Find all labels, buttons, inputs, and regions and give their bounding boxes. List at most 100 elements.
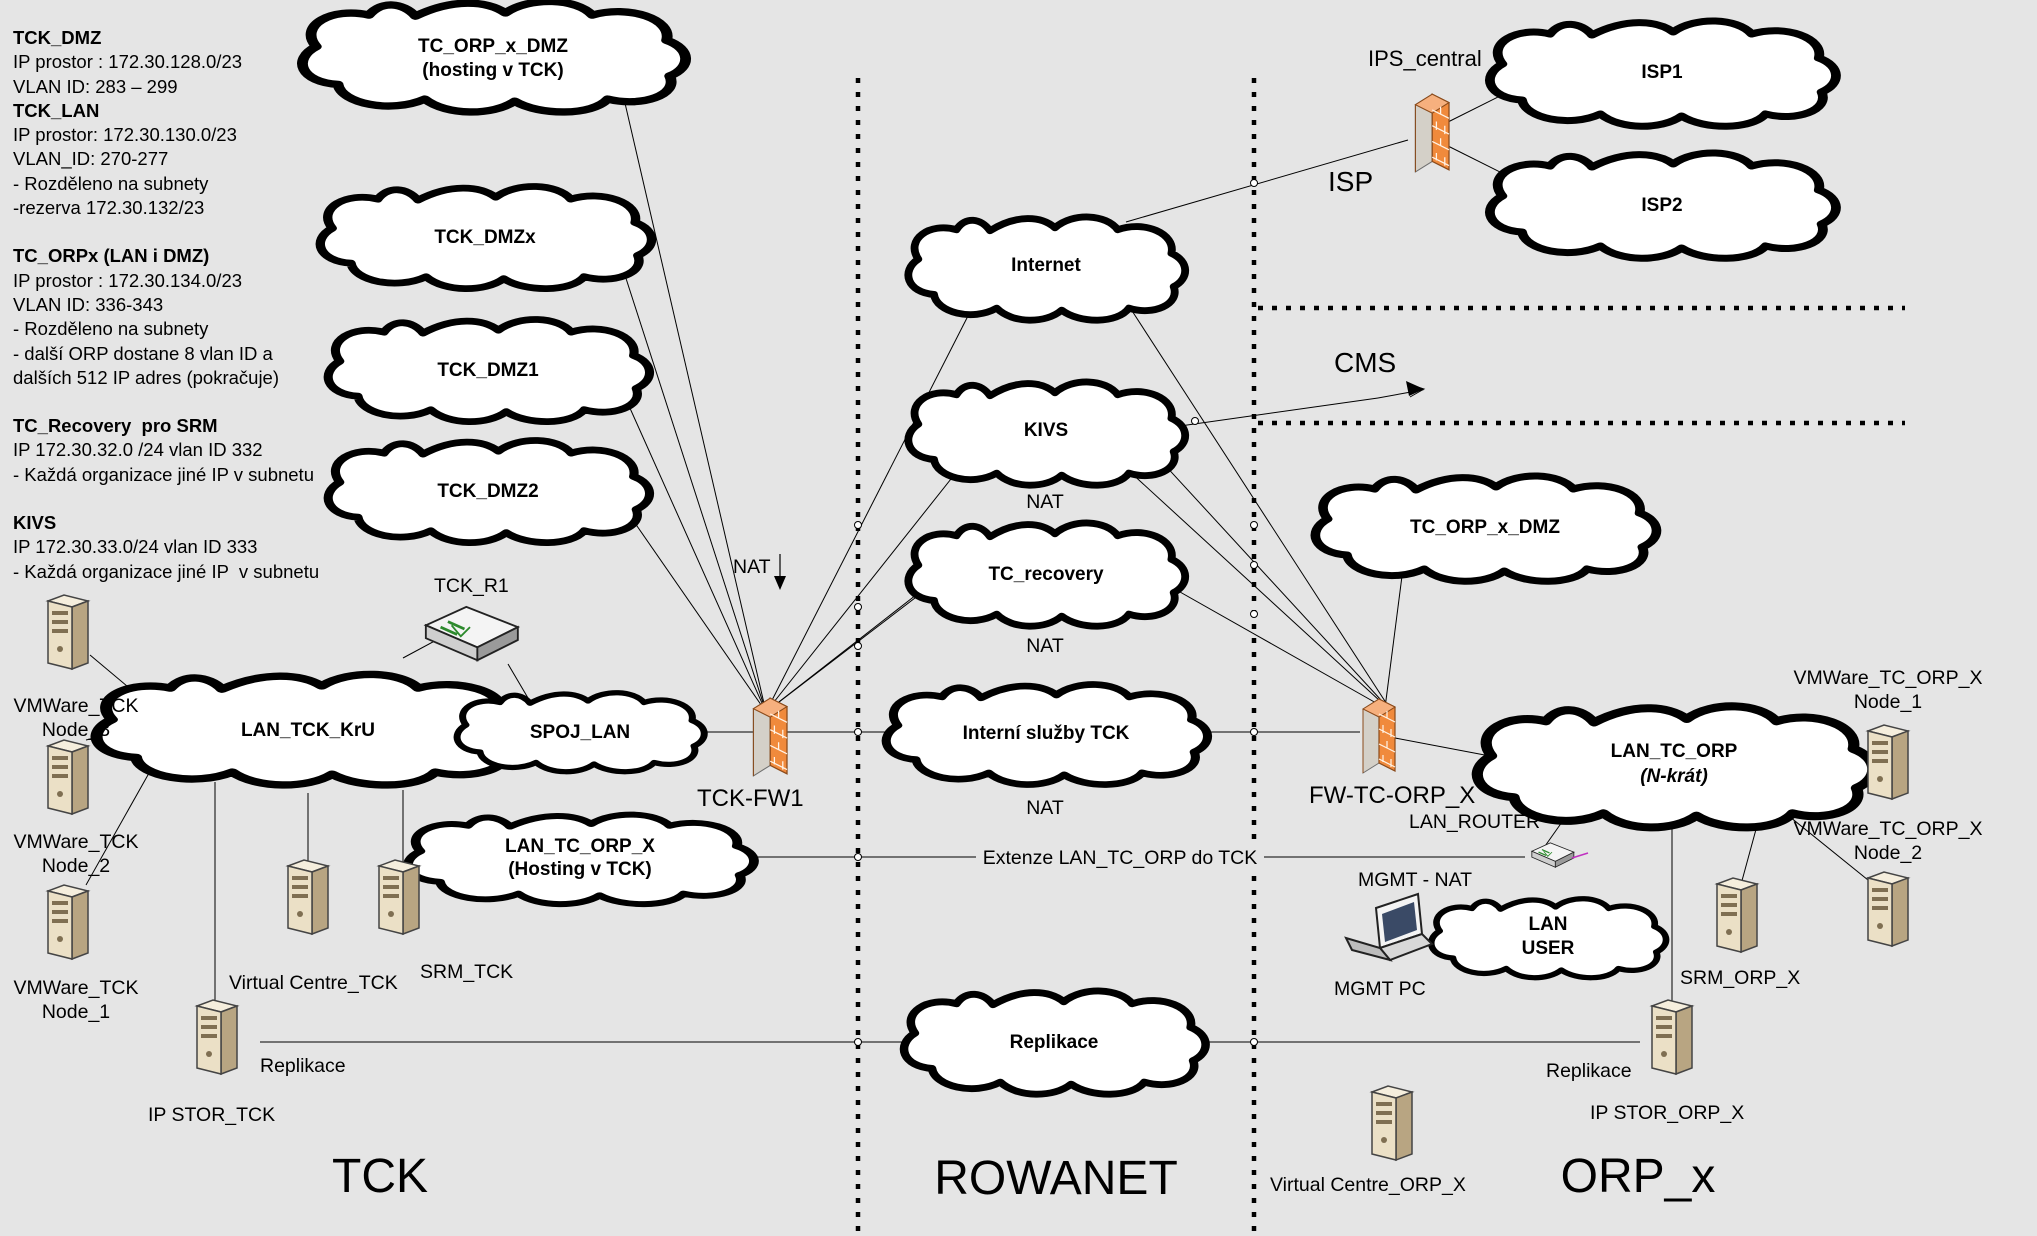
cloud-spoj-lan: SPOJ_LAN (457, 693, 704, 772)
info-line: IP prostor : 172.30.128.0/23 (13, 51, 243, 73)
extenze-label: Extenze LAN_TC_ORP do TCK (983, 847, 1258, 869)
server-label: VMWare_TC_ORP_X (1794, 818, 1983, 840)
server-label: Node_1 (42, 1001, 110, 1023)
cloud-label: LAN_TC_ORP_X (505, 836, 655, 857)
cloud-lan-tck-kru: LAN_TCK_KrU (97, 674, 522, 785)
info-line: VLAN_ID: 270-277 (13, 148, 169, 170)
server-icon (378, 859, 420, 935)
server-icon (1651, 999, 1693, 1075)
lan-router-icon (1531, 842, 1589, 868)
address-info-panel: TCK_DMZ IP prostor : 172.30.128.0/23 VLA… (13, 26, 319, 584)
server-icon (287, 859, 329, 935)
tck-fw1-label: TCK-FW1 (697, 785, 804, 812)
cloud-label: TCK_DMZx (434, 227, 536, 248)
server-label: Node_3 (42, 719, 110, 741)
cloud-label: (hosting v TCK) (422, 60, 563, 81)
cloud-tck-dmz1: TCK_DMZ1 (328, 319, 649, 421)
cloud-lan-user: LAN USER (1431, 899, 1666, 978)
cloud-label: USER (1522, 938, 1575, 959)
cloud-label: (N-krát) (1640, 766, 1708, 787)
cloud-isp2: ISP2 (1490, 153, 1836, 258)
cloud-tc-recovery: TC_recovery (908, 523, 1185, 626)
cloud-label: TC_recovery (988, 564, 1104, 585)
cloud-label: KIVS (1024, 420, 1068, 441)
replikace-label: Replikace (1546, 1060, 1632, 1082)
firewall-icon (752, 697, 788, 777)
nat-down-arrow-icon (774, 554, 786, 590)
cloud-lan-tc-orp: LAN_TC_ORP (N-krát) (1477, 706, 1873, 827)
server-label: VMWare_TCK (14, 831, 139, 853)
info-title: KIVS (13, 512, 57, 534)
cloud-label: TC_ORP_x_DMZ (418, 36, 568, 57)
info-line: - další ORP dostane 8 vlan ID a (13, 342, 273, 364)
info-title: TCK_DMZ (13, 27, 102, 48)
lan-router-label: LAN_ROUTER (1409, 811, 1540, 833)
cloud-internet: Internet (908, 217, 1185, 320)
server-label: Node_2 (42, 855, 110, 877)
server-label: VMWare_TCK (14, 695, 139, 717)
info-line: - Každá organizace jiné IP v subnetu (13, 463, 314, 485)
mgmt-nat-label: MGMT - NAT (1358, 869, 1472, 891)
fw-tc-orp-x-label: FW-TC-ORP_X (1309, 782, 1475, 809)
server-icon (1867, 871, 1909, 947)
server-icon (1867, 724, 1909, 800)
info-line: IP 172.30.33.0/24 vlan ID 333 (13, 536, 258, 558)
info-title: TCK_LAN (13, 99, 100, 121)
info-title: TC_ORPx (LAN i DMZ) (13, 245, 210, 267)
nat-label: NAT (1026, 797, 1064, 819)
cloud-label: TC_ORP_x_DMZ (1410, 517, 1560, 538)
server-icon (196, 999, 238, 1075)
cloud-label: TCK_DMZ1 (437, 360, 539, 381)
replikace-label: Replikace (260, 1055, 346, 1077)
server-label: VMWare_TC_ORP_X (1794, 667, 1983, 689)
tck-r1-label: TCK_R1 (434, 575, 509, 597)
server-icon (47, 739, 89, 815)
server-label: IP STOR_ORP_X (1590, 1102, 1744, 1124)
server-icon (47, 884, 89, 960)
cloud-label: Replikace (1010, 1032, 1099, 1053)
zone-separators (855, 78, 1905, 1236)
cloud-kivs: KIVS (908, 382, 1185, 485)
info-line: - Rozděleno na subnety (13, 172, 209, 194)
cloud-label: LAN_TCK_KrU (241, 720, 375, 741)
server-label: Node_2 (1854, 842, 1922, 864)
info-line: VLAN ID: 283 – 299 (13, 75, 178, 97)
labels: IPS_central ISP CMS NAT NAT NAT NAT TCK-… (14, 46, 1983, 1196)
firewall-icon (1414, 93, 1450, 173)
server-label: VMWare_TCK (14, 977, 139, 999)
cloud-label: TCK_DMZ2 (437, 481, 538, 502)
mgmt-pc-label: MGMT PC (1334, 978, 1426, 1000)
isp-label: ISP (1328, 166, 1373, 197)
info-line: VLAN ID: 336-343 (13, 293, 164, 315)
cloud-label: LAN (1528, 914, 1567, 935)
info-title: TC_Recovery pro SRM (13, 415, 218, 437)
info-line: dalších 512 IP adres (pokračuje) (13, 366, 280, 388)
cloud-tck-dmzx: TCK_DMZx (320, 186, 651, 288)
server-label: Virtual Centre_ORP_X (1270, 1174, 1466, 1196)
firewall-icon (1362, 698, 1396, 774)
zone-label-orp-x: ORP_x (1561, 1150, 1716, 1203)
cloud-label: ISP1 (1641, 62, 1683, 83)
info-line: - Každá organizace jiné IP v subnetu (13, 560, 320, 582)
server-label: Node_1 (1854, 691, 1922, 713)
router-icon (424, 605, 520, 662)
cloud-label: SPOJ_LAN (530, 722, 630, 743)
server-label: Virtual Centre_TCK (229, 972, 398, 994)
cloud-isp1: ISP1 (1490, 21, 1836, 126)
server-label: SRM_TCK (420, 961, 513, 983)
cloud-label: LAN_TC_ORP (1611, 741, 1738, 762)
info-line: IP prostor: 172.30.130.0/23 (13, 124, 237, 146)
server-icon (1716, 877, 1758, 953)
cloud-lan-tc-orp-x-hosting: LAN_TC_ORP_X (Hosting v TCK) (408, 815, 754, 905)
cloud-tck-dmz2: TCK_DMZ2 (328, 440, 649, 542)
zone-label-rowanet: ROWANET (934, 1152, 1178, 1205)
cloud-tc-orp-x-dmz: TC_ORP_x_DMZ (1315, 476, 1656, 581)
info-line: -rezerva 172.30.132/23 (13, 197, 205, 219)
laptop-icon (1344, 892, 1434, 962)
cloud-tc-orp-x-dmz-hosting: TC_ORP_x_DMZ (hosting v TCK) (302, 1, 685, 112)
cloud-label: (Hosting v TCK) (508, 859, 652, 880)
cms-label: CMS (1334, 347, 1396, 378)
cloud-interni-sluzby-tck: Interní služby TCK (886, 685, 1207, 785)
